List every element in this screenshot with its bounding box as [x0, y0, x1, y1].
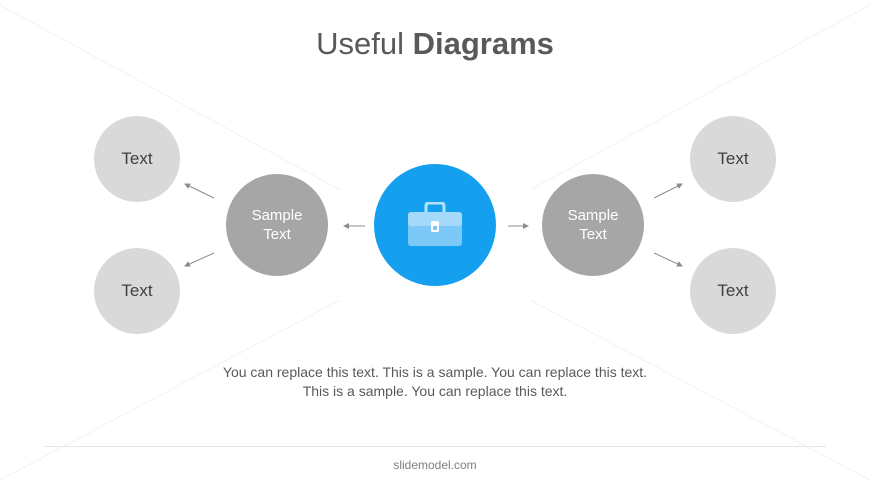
left-bottom-label: Text	[121, 281, 153, 300]
briefcase-icon	[408, 202, 462, 246]
body-line-2: This is a sample. You can replace this t…	[302, 383, 568, 399]
right-hub-label: Sample Text	[567, 207, 619, 243]
right-top-label: Text	[717, 149, 749, 168]
body-line-1: You can replace this text. This is a sam…	[222, 364, 648, 380]
right-hub-node: Sample Text	[542, 174, 644, 276]
title-bold: Diagrams	[412, 26, 554, 61]
footer-text: slidemodel.com	[393, 458, 477, 472]
arrow-left-to-bottom	[184, 252, 215, 267]
left-top-node: Text	[94, 116, 180, 202]
arrow-right-to-top	[653, 183, 683, 199]
left-hub-label: Sample Text	[251, 207, 303, 243]
title-light: Useful	[316, 26, 404, 61]
arrow-right-to-bottom	[653, 252, 683, 267]
right-top-node: Text	[690, 116, 776, 202]
left-bottom-node: Text	[94, 248, 180, 334]
body-text: You can replace this text. This is a sam…	[0, 363, 870, 401]
right-bottom-label: Text	[717, 281, 749, 300]
footer-divider	[44, 446, 826, 447]
right-bottom-node: Text	[690, 248, 776, 334]
left-top-label: Text	[121, 149, 153, 168]
slide-title: Useful Diagrams	[0, 26, 870, 62]
left-hub-node: Sample Text	[226, 174, 328, 276]
arrow-left-to-top	[184, 183, 215, 199]
center-node	[374, 164, 496, 286]
